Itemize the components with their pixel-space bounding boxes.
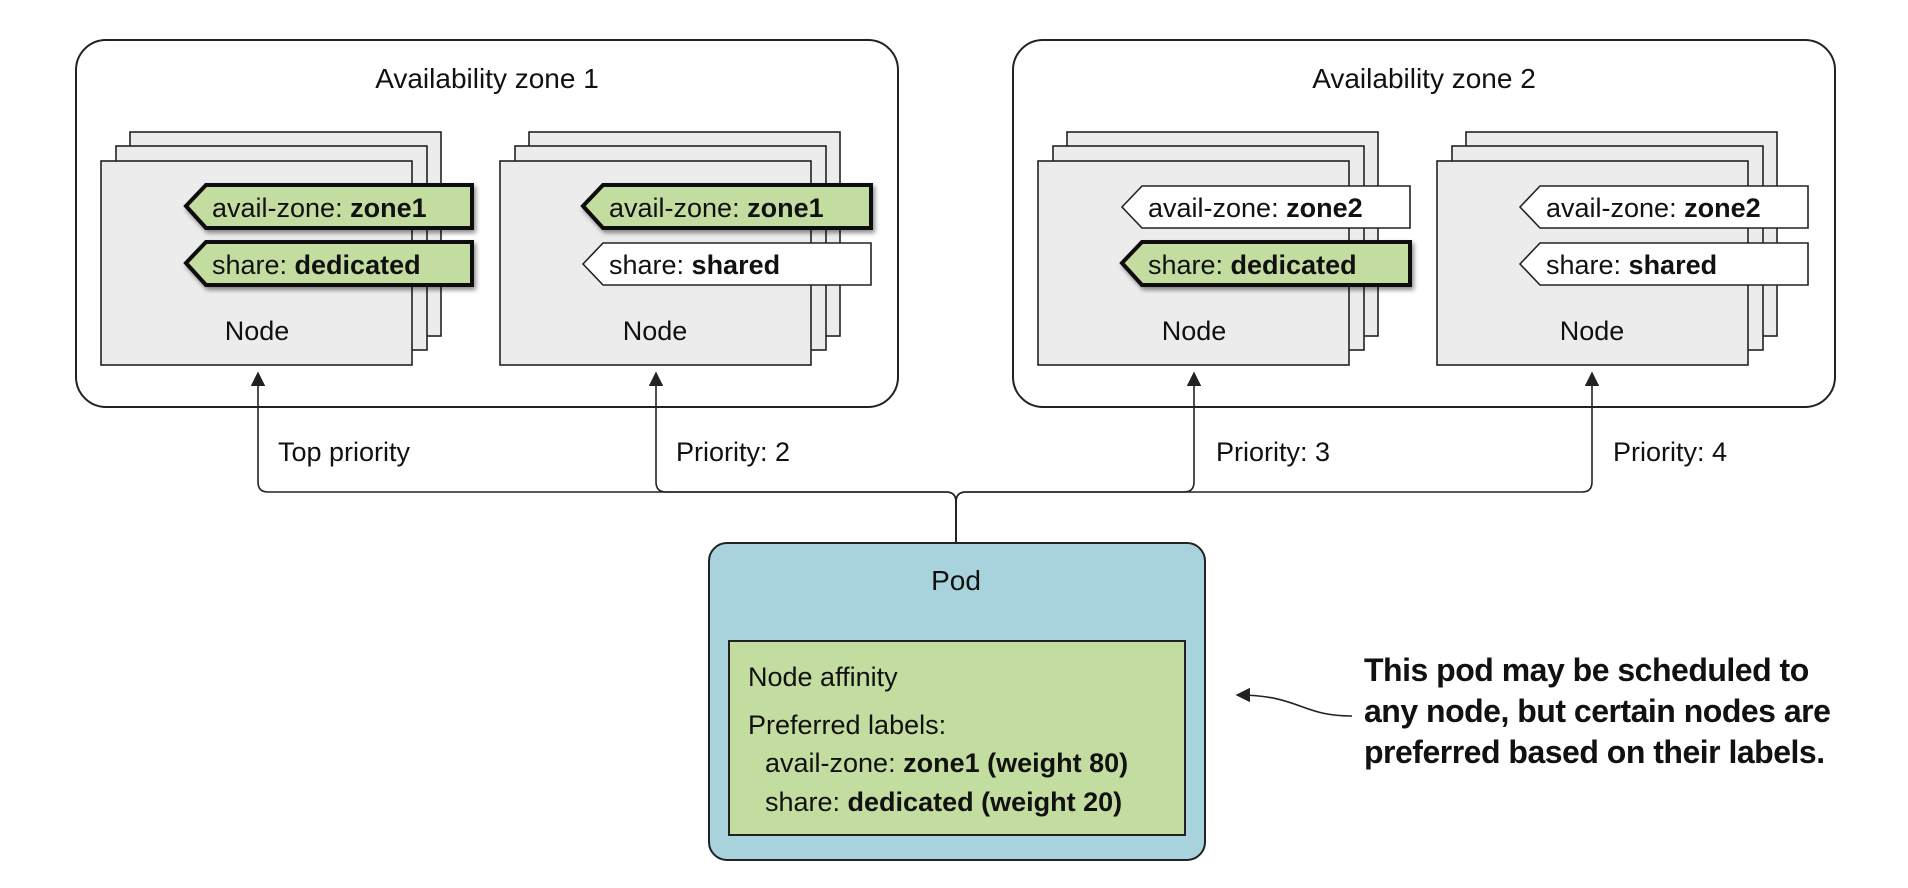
node-2-tag-avail-zone-text: avail-zone: zone1	[609, 193, 824, 223]
pod-to-node-connectors: Top priority Priority: 2 Priority: 3 Pri…	[250, 371, 1727, 543]
node-affinity-heading: Node affinity	[748, 662, 898, 692]
node-2: avail-zone: zone1 share: shared Node	[499, 131, 873, 366]
callout: This pod may be scheduled to any node, b…	[1235, 652, 1831, 770]
node-4: avail-zone: zone2 share: shared Node	[1436, 131, 1809, 366]
callout-line-2: any node, but certain nodes are	[1364, 693, 1830, 729]
pod-title: Pod	[931, 565, 981, 596]
priority-label-node-2: Priority: 2	[676, 437, 790, 467]
zone-1-title: Availability zone 1	[375, 63, 599, 94]
node-3-label: Node	[1162, 316, 1227, 346]
node-4-tag-avail-zone-text: avail-zone: zone2	[1546, 193, 1761, 223]
node-1-tag-avail-zone	[183, 183, 474, 230]
node-3-tag-share-text: share: dedicated	[1148, 250, 1357, 280]
callout-line-3: preferred based on their labels.	[1364, 734, 1825, 770]
node-affinity-box	[728, 640, 1186, 836]
node-4-tag-avail-zone	[1518, 185, 1809, 229]
availability-zone-2: Availability zone 2 avail-zone: zone2 sh…	[1012, 39, 1836, 408]
node-3: avail-zone: zone2 share: dedicated Node	[1037, 131, 1412, 366]
callout-arrow	[1235, 687, 1353, 717]
node-2-label: Node	[623, 316, 688, 346]
node-1-tag-share	[183, 240, 474, 287]
preferred-rule-avail-zone: avail-zone: zone1 (weight 80)	[765, 748, 1128, 778]
node-3-tag-share	[1119, 240, 1412, 287]
callout-line-1: This pod may be scheduled to	[1364, 652, 1809, 688]
preferred-rule-share: share: dedicated (weight 20)	[765, 787, 1122, 817]
node-1-tag-avail-zone-text: avail-zone: zone1	[212, 193, 427, 223]
node-3-tag-avail-zone-text: avail-zone: zone2	[1148, 193, 1363, 223]
node-1-tag-share-text: share: dedicated	[212, 250, 421, 280]
priority-label-node-4: Priority: 4	[1613, 437, 1727, 467]
preferred-labels-heading: Preferred labels:	[748, 710, 946, 740]
edge-node-4	[955, 371, 1600, 543]
node-2-tag-avail-zone	[580, 183, 873, 230]
node-3-tag-avail-zone	[1120, 185, 1411, 229]
node-1: avail-zone: zone1 share: dedicated Node	[100, 131, 474, 366]
zone-2-title: Availability zone 2	[1312, 63, 1536, 94]
node-4-tag-share-text: share: shared	[1546, 250, 1717, 280]
priority-label-node-3: Priority: 3	[1216, 437, 1330, 467]
availability-zone-1: Availability zone 1 avail-zone: zone1 sh…	[75, 39, 899, 408]
priority-label-node-1: Top priority	[278, 437, 411, 467]
edge-node-2	[648, 371, 957, 543]
node-2-tag-share-text: share: shared	[609, 250, 780, 280]
node-2-tag-share	[581, 242, 872, 286]
node-4-label: Node	[1560, 316, 1625, 346]
node-4-tag-share	[1518, 242, 1809, 286]
pod: Pod Node affinity Preferred labels: avai…	[708, 542, 1206, 861]
node-1-label: Node	[225, 316, 290, 346]
